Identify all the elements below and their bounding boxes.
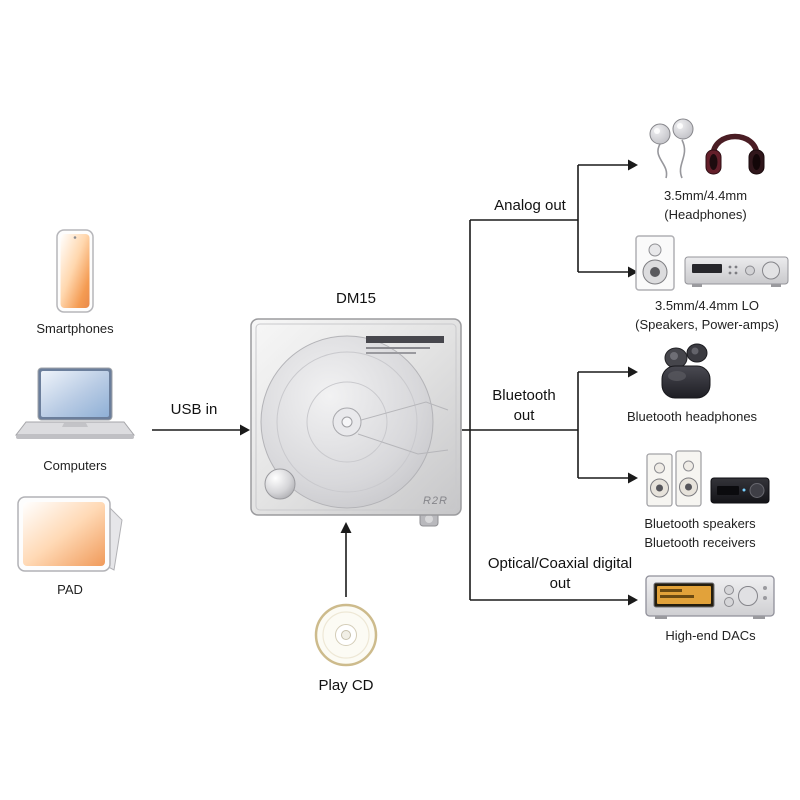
analog-branch — [470, 159, 638, 278]
power-amp-icon — [684, 256, 789, 287]
digital-branch — [470, 594, 638, 606]
bt-speakers-receivers-label: Bluetooth speakers Bluetooth receivers — [644, 516, 756, 550]
tablet-icon — [17, 496, 123, 572]
bluetooth-out-label: Bluetooth out — [492, 387, 556, 424]
play-cd-label: Play CD — [318, 677, 374, 694]
smartphone-icon — [56, 229, 94, 313]
dm15-cd-player-icon: R2R — [250, 318, 462, 527]
source-label-pad: PAD — [57, 582, 83, 597]
analog-target-speakers-label: 3.5mm/4.4mm LO (Speakers, Power-amps) — [635, 298, 779, 332]
output-trunk — [462, 220, 471, 600]
over-ear-headphones-icon — [705, 133, 765, 175]
laptop-icon — [14, 367, 136, 439]
bt-headphones-label: Bluetooth headphones — [626, 409, 758, 424]
cd-icon — [314, 603, 378, 667]
device-brand: R2R — [423, 495, 448, 507]
cd-arrow — [340, 522, 352, 597]
earbuds-icon — [661, 343, 711, 399]
bookshelf-speaker-icon — [635, 235, 675, 291]
digital-out-label: Optical/Coaxial digital out — [487, 555, 633, 592]
analog-target-headphones-label: 3.5mm/4.4mm (Headphones) — [663, 188, 748, 222]
usb-in-label: USB in — [170, 401, 218, 418]
device-title: DM15 — [335, 290, 376, 307]
speaker-pair-icon — [646, 450, 702, 507]
analog-out-label: Analog out — [494, 197, 566, 214]
iem-earphones-icon — [649, 118, 694, 179]
dome-foot — [264, 468, 296, 500]
bluetooth-branch — [470, 366, 638, 484]
bluetooth-receiver-icon — [710, 477, 770, 504]
dac-label: High-end DACs — [665, 628, 756, 643]
source-label-smartphones: Smartphones — [36, 321, 114, 336]
usb-arrow — [152, 424, 250, 436]
dac-icon — [645, 575, 775, 619]
source-label-computers: Computers — [43, 458, 107, 473]
